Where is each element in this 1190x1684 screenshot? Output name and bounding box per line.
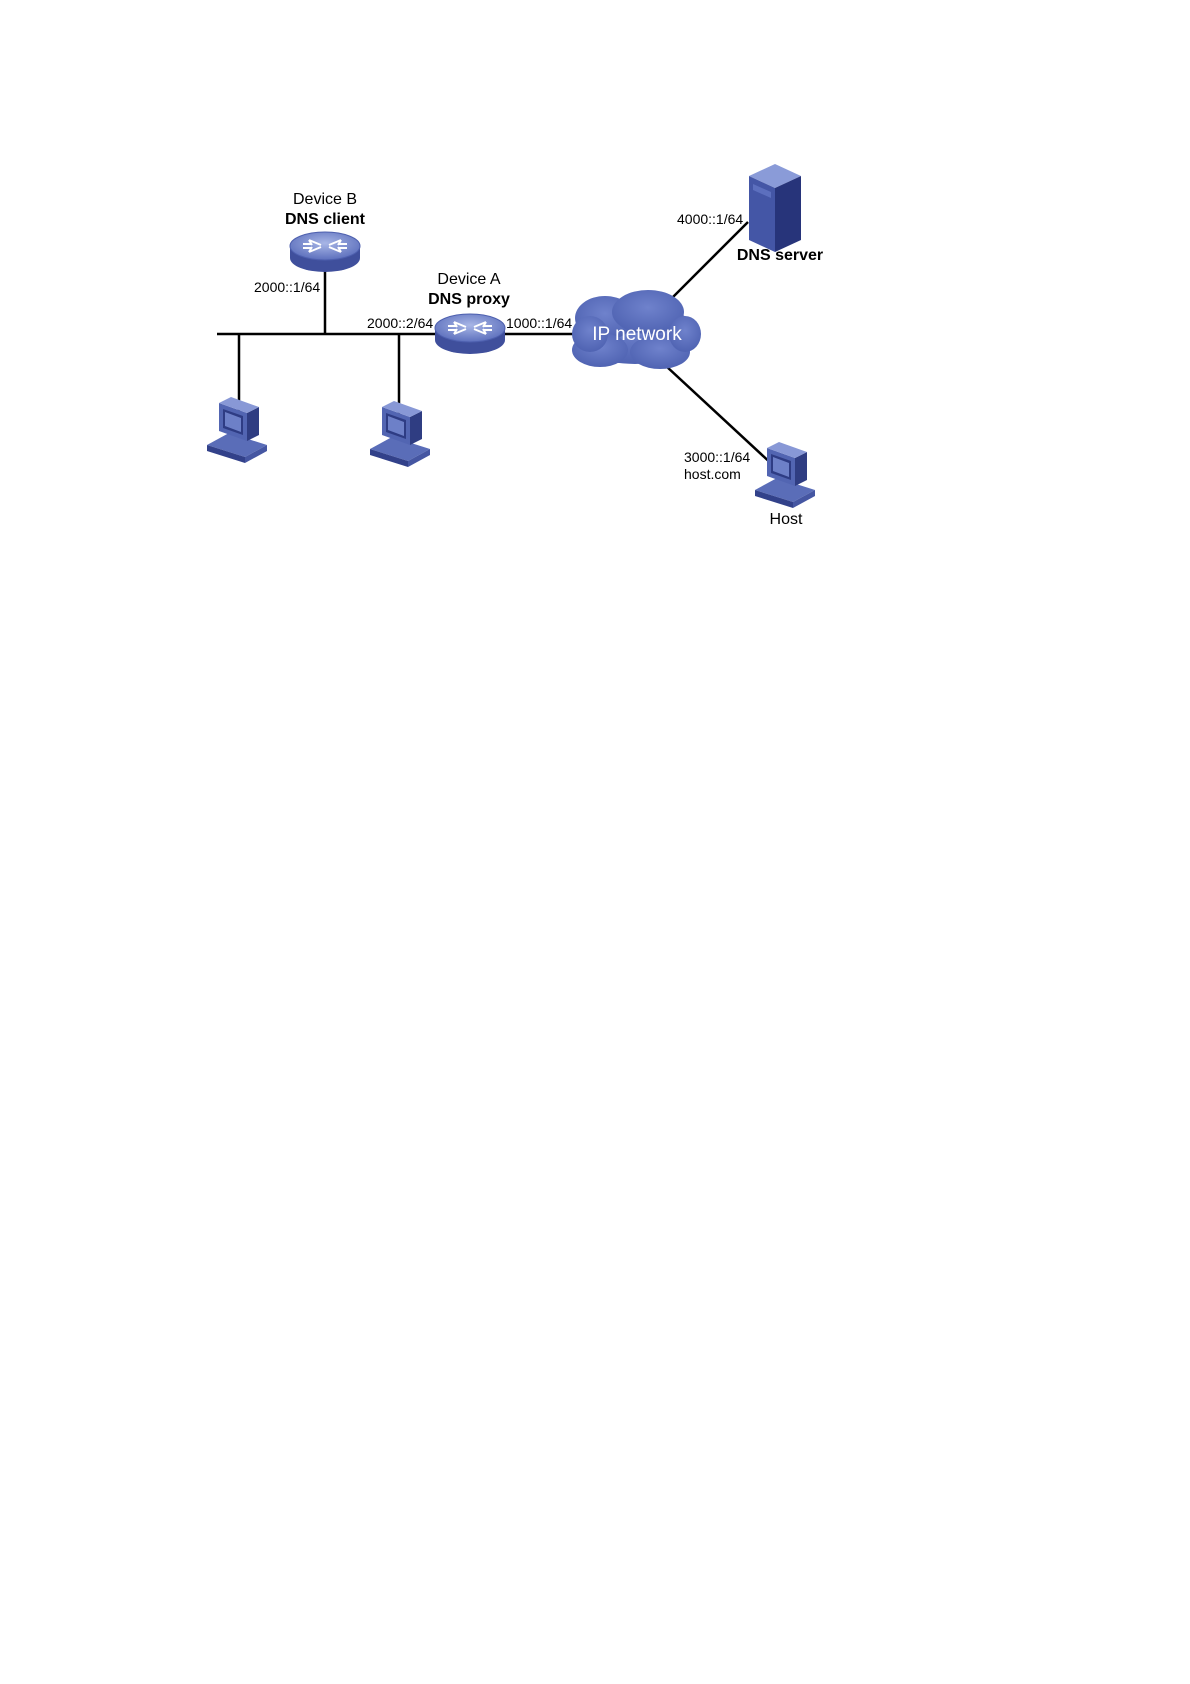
device-a-role: DNS proxy (428, 291, 510, 308)
host-pc-icon (755, 442, 815, 508)
device-b-interface: 2000::1/64 (254, 279, 320, 295)
host-name: Host (770, 511, 803, 528)
device-b-router-icon (290, 232, 360, 272)
device-b-name: Device B (293, 191, 357, 208)
host-domain: host.com (684, 466, 741, 482)
cloud-label: IP network (592, 324, 682, 345)
device-a-lan-interface: 2000::2/64 (367, 315, 433, 331)
dns-server-interface: 4000::1/64 (677, 211, 743, 227)
pc-2-icon (370, 401, 430, 467)
pc-1-icon (207, 397, 267, 463)
dns-server-icon (749, 164, 801, 252)
device-a-name: Device A (437, 271, 500, 288)
device-a-wan-interface: 1000::1/64 (506, 315, 572, 331)
dns-server-role: DNS server (737, 247, 823, 264)
device-b-role: DNS client (285, 211, 366, 228)
link-cloud-dns-server (666, 222, 748, 304)
device-a-router-icon (435, 314, 505, 354)
host-interface: 3000::1/64 (684, 449, 750, 465)
ip-network-cloud: IP network (572, 290, 701, 369)
